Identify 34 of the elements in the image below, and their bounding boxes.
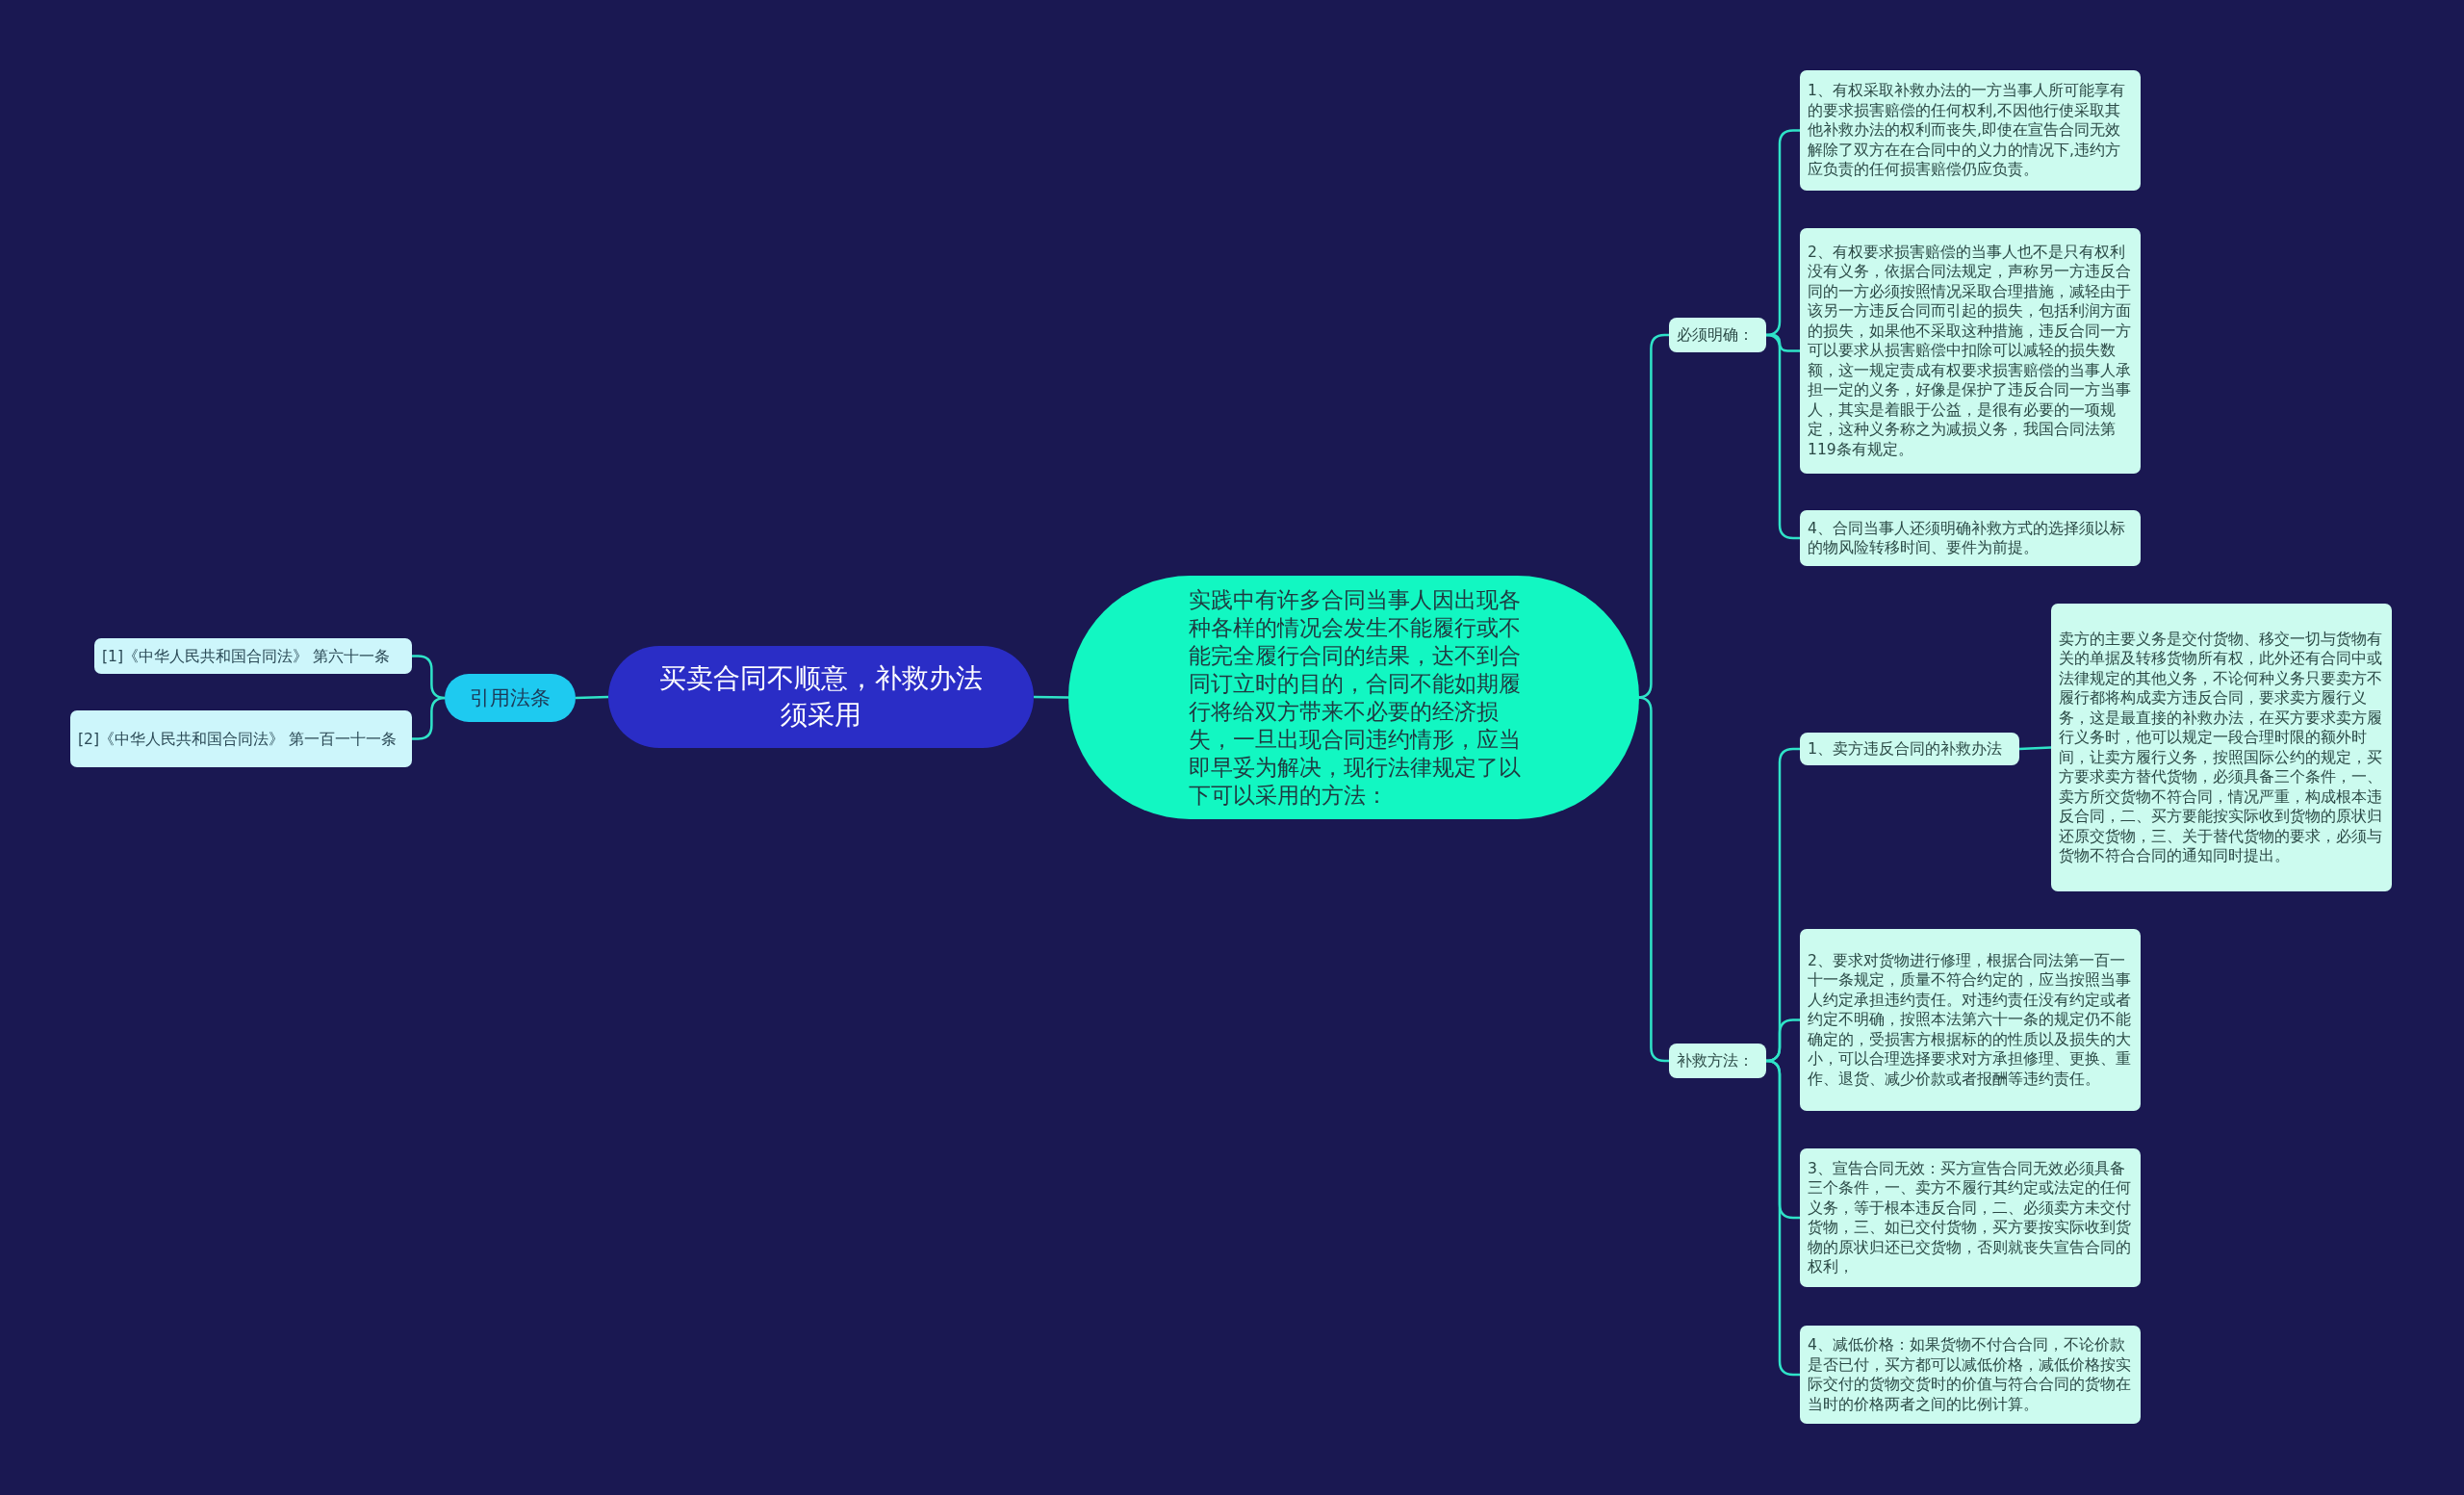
note-card	[1800, 1148, 2141, 1287]
connector-line	[412, 696, 447, 740]
branch-box	[1669, 318, 1766, 352]
note-text: 4、合同当事人还须明确补救方式的选择须以标的物风险转移时间、要件为前提。	[1808, 518, 2126, 558]
topic-text: 买卖合同不顺意，补救办法须采用	[658, 661, 984, 733]
note-text: 1、有权采取补救办法的一方当事人所可能享有的要求损害赔偿的任何权利,不因他行使采取其他补救办法的权利而丧失,即使在宣告合同无效解除了双方在在合同中的义力的情况下,违约方应负责的任何损害赔偿仍应负责。	[1808, 81, 2126, 180]
citation-label: 引用法条	[470, 685, 551, 711]
reference-text: [2]《中华人民共和国合同法》 第一百一十一条	[78, 729, 398, 749]
connector-line	[1034, 695, 1068, 699]
note-text: 2、要求对货物进行修理，根据合同法第一百一十一条规定，质量不符合约定的，应当按照当事人约定承担违约责任。对违约责任没有约定或者约定不明确，按照本法第六十一条的规定仍不能确定的，受损害方根据标的的性质以及损失的大小，可以合理选择要求对方承担修理、更换、重作、退货、减少价款或者报酬等违约责任。	[1808, 950, 2132, 1090]
reference-card	[94, 638, 412, 674]
connector-line	[1764, 333, 1800, 540]
branch-label: 必须明确：	[1677, 325, 1754, 345]
note-text: 3、宣告合同无效：买方宣告合同无效必须具备三个条件，一、卖方不履行其约定或法定的任何义务，等于根本违反合同，二、必须卖方未交付货物，三、如已交付货物，买方要按实际收到货物的原状归还已交货物，否则就丧失宣告合同的权利，	[1808, 1158, 2132, 1277]
connector-line	[2018, 746, 2052, 751]
note-text: 4、减低价格：如果货物不付合合同，不论价款是否已付，买方都可以减低价格，减低价格按实际交付的货物交货时的价值与符合合同的货物在当时的价格两者之间的比例计算。	[1808, 1335, 2132, 1414]
note-card	[1800, 228, 2141, 474]
note-card	[1800, 510, 2141, 566]
note-card	[1800, 929, 2141, 1111]
connector-line	[1764, 1059, 1800, 1377]
branch-box	[1800, 733, 2019, 765]
note-text: 卖方的主要义务是交付货物、移交一切与货物有关的单据及转移货物所有权，此外还有合同中或法律规定的其他义务，不论何种义务只要卖方不履行都将构成卖方违反合同，要求卖方履行义务，这是最直接的补救办法，在买方要求卖方履行义务时，他可以规定一段合理时限的额外时间，让卖方履行义务，按照国际公约的规定，买方要求卖方替代货物，必须具备三个条件，一、卖方所交货物不符合同，情况严重，构成根本违反合同，二、买方要能按实际收到货物的原状归还原交货物，三、关于替代货物的要求，必须与货物不符合合同的通知同时提出。	[2059, 629, 2383, 866]
branch-box	[1669, 1044, 1766, 1078]
connector-line	[575, 695, 609, 700]
citation-branch-box	[445, 674, 576, 722]
summary-text: 实践中有许多合同当事人因出现各种各样的情况会发生不能履行或不能完全履行合同的结果，达不到合同订立时的目的，合同不能如期履行将给双方带来不必要的经济损失，一旦出现合同违约情形，应当即早妥为解决，现行法律规定了以下可以采用的方法：	[1189, 585, 1522, 810]
note-card	[1800, 1326, 2141, 1424]
reference-text: [1]《中华人民共和国合同法》 第六十一条	[102, 646, 391, 666]
note-card	[2051, 604, 2392, 891]
note-card	[1800, 70, 2141, 191]
branch-label: 补救方法：	[1677, 1051, 1754, 1070]
reference-card	[70, 710, 412, 767]
note-text: 2、有权要求损害赔偿的当事人也不是只有权利没有义务，依据合同法规定，声称另一方违反合同的一方必须按照情况采取合理措施，减轻由于该另一方违反合同而引起的损失，包括利润方面的损失，如果他不采取这种措施，违反合同一方可以要求从损害赔偿中扣除可以减轻的损失数额，这一规定责成有权要求损害赔偿的当事人承担一定的义务，好像是保护了违反合同一方当事人，其实是着眼于公益，是很有必要的一项规定，这种义务称之为减损义务，我国合同法第119条有规定。	[1808, 242, 2132, 460]
branch-label: 1、卖方违反合同的补救办法	[1808, 739, 2003, 759]
